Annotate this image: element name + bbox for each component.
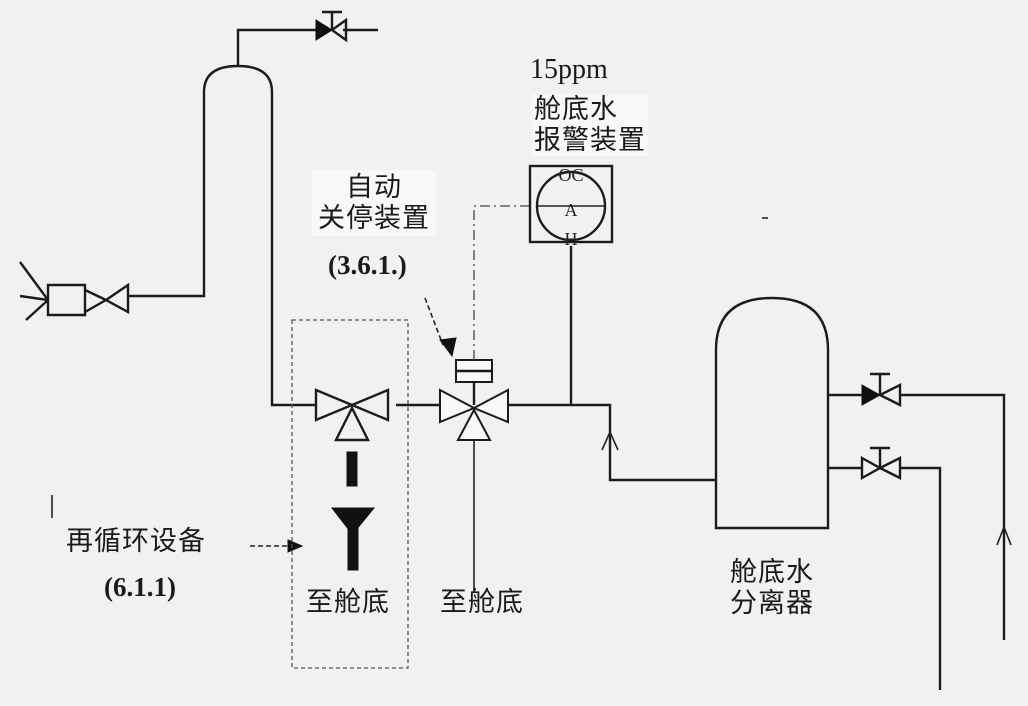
to-bilge-left-label: 至舱底 (306, 587, 390, 618)
separator-label: 舱底水 分离器 (730, 557, 814, 619)
alarm-label: 舱底水 报警装置 (532, 94, 648, 157)
auto-shutdown-line1: 自动 (346, 172, 402, 203)
separator-label-line2: 分离器 (730, 588, 814, 620)
vent-valve-icon (315, 10, 348, 43)
separator-vessel (714, 296, 830, 530)
control-valve-icon (439, 359, 509, 441)
auto-shutdown-label: 自动 关停装置 (312, 170, 436, 237)
three-way-valve-icon (314, 388, 390, 571)
flow-arrow-up-icon (601, 430, 619, 451)
alarm-label-line2: 报警装置 (534, 125, 646, 157)
alarm-label-line1: 舱底水 (534, 94, 618, 125)
signal-line (473, 205, 530, 360)
inlet-nozzle-icon (19, 261, 130, 321)
gauge-bottom-label: H (565, 229, 578, 249)
main-pipeline (128, 28, 1006, 690)
to-bilge-mid-label: 至舱底 (440, 587, 524, 618)
recirculation-boundary (291, 319, 409, 669)
recirculation-code: (6.1.1) (104, 572, 176, 602)
auto-shutdown-code: (3.6.1.) (328, 250, 407, 280)
arrowhead-icon (439, 337, 457, 358)
arrowhead-icon (287, 539, 304, 553)
alarm-device-icon: OC A H (528, 164, 614, 249)
separator-label-line1: 舱底水 (730, 557, 814, 588)
flow-arrow-up-icon (996, 524, 1012, 546)
outlet-valve-lower-icon (860, 446, 902, 481)
auto-shutdown-line2: 关停装置 (318, 203, 430, 235)
ppm-label: 15ppm (530, 54, 608, 85)
outlet-valve-upper-icon (861, 372, 902, 407)
flow-arrows (250, 297, 1012, 553)
gauge-top-label: OC (558, 165, 583, 185)
recirculation-label: 再循环设备 (66, 526, 206, 557)
gauge-mid-label: A (565, 200, 578, 220)
